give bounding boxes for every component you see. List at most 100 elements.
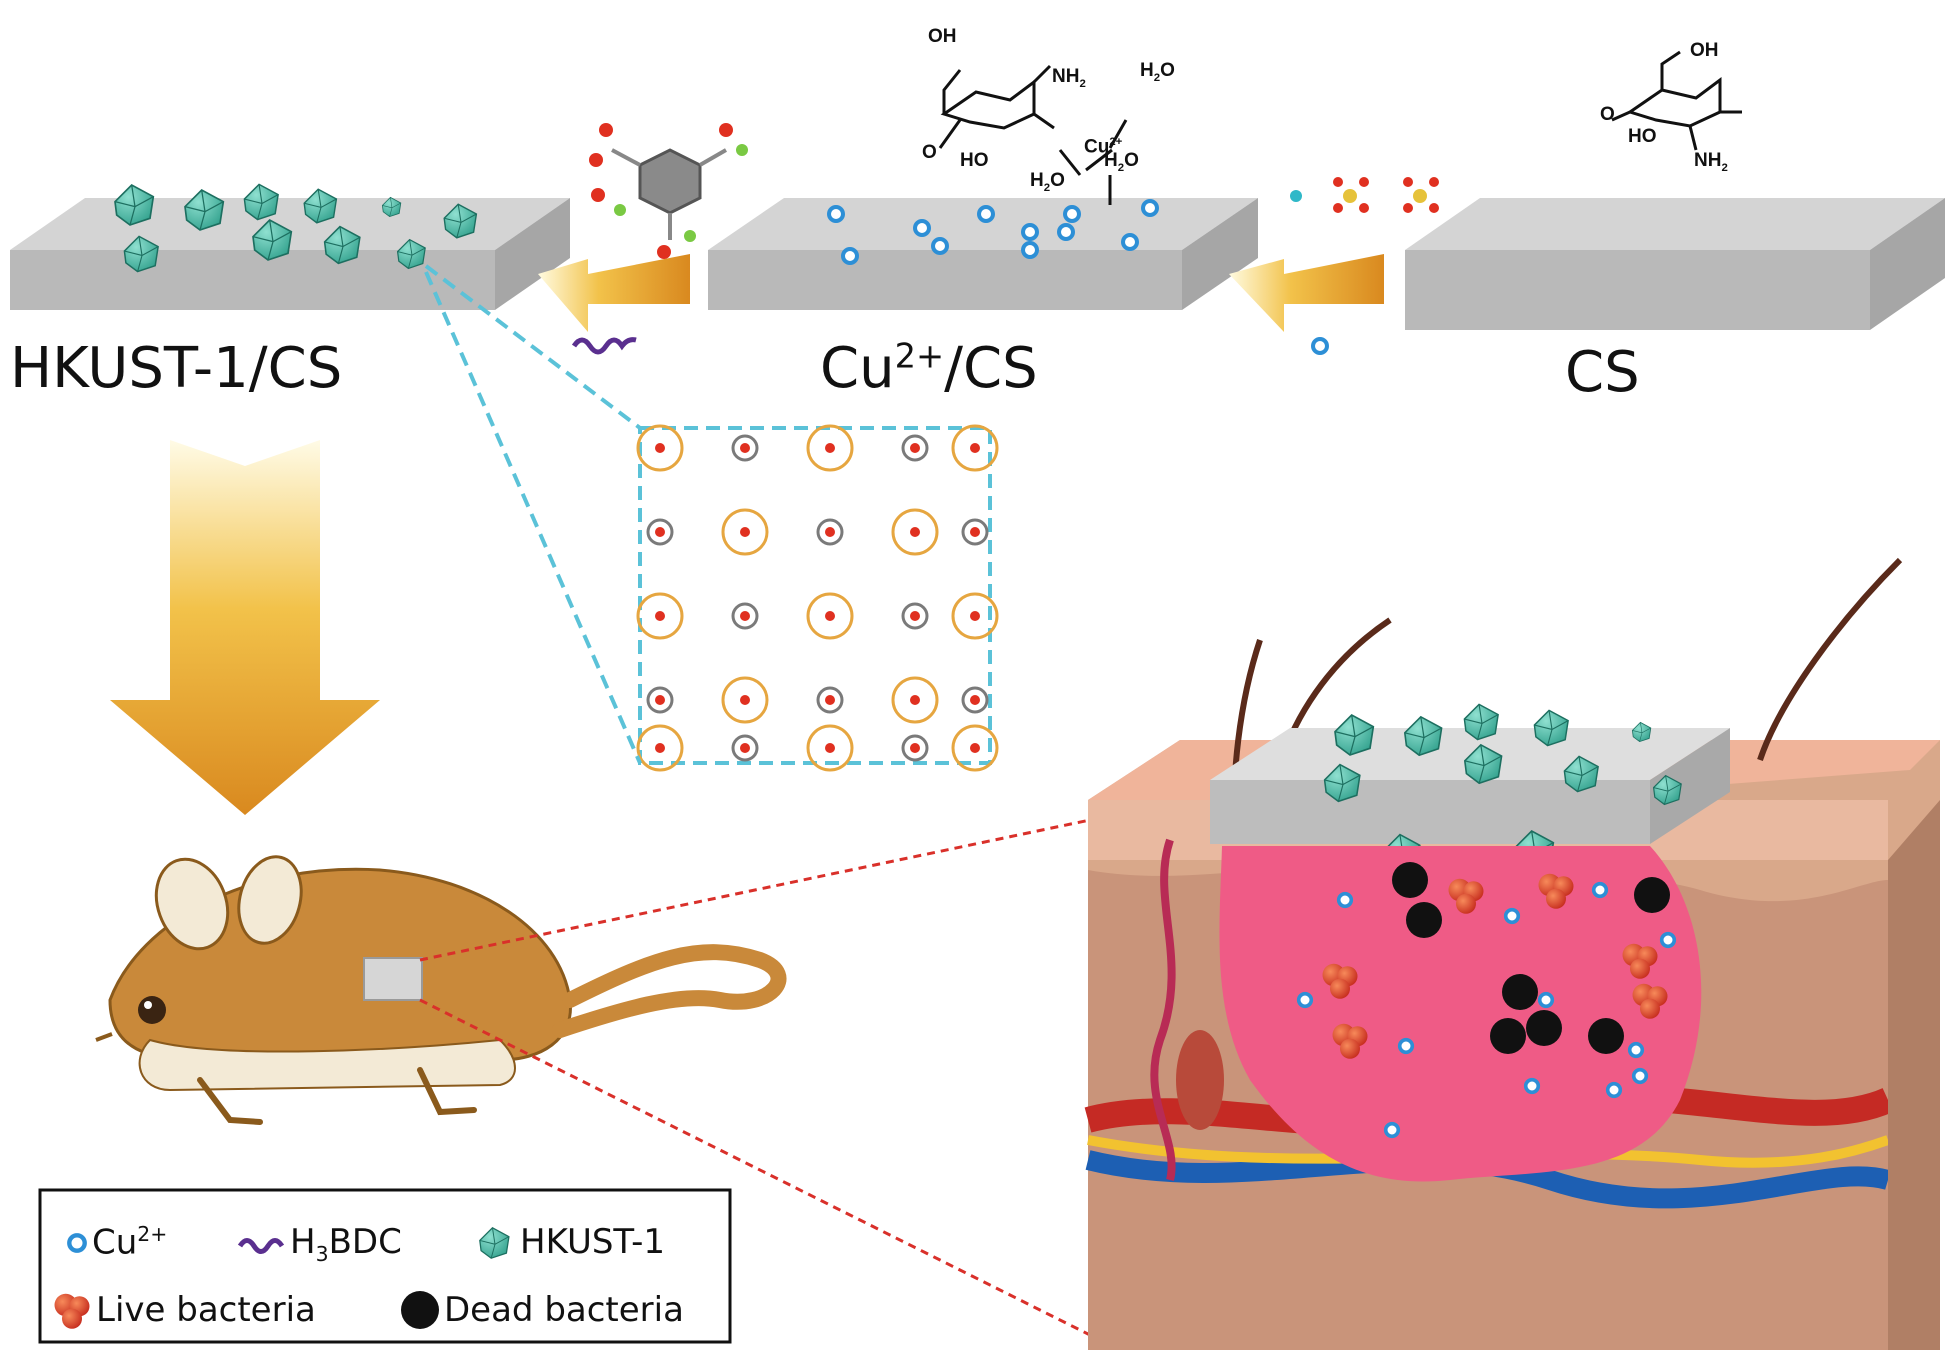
lattice-node (951, 424, 999, 472)
lattice-node (891, 676, 939, 724)
cu-ion (1591, 881, 1609, 899)
chem-cs-ho: HO (1628, 126, 1657, 147)
dead-bacterium (1392, 862, 1428, 898)
chem-cs-nh2: NH2 (1694, 150, 1728, 174)
cs-chitosan-structure (1611, 50, 1742, 151)
lattice-oxygen (740, 611, 750, 621)
wound-bacteria-and-ions (1296, 862, 1677, 1139)
cu-ion (1296, 991, 1314, 1009)
chem-h2o-c: H2O (1104, 150, 1139, 174)
lattice-oxygen (655, 527, 665, 537)
lattice-node (951, 592, 999, 640)
slab-cs (1405, 198, 1945, 330)
chem-cs-o: O (1600, 104, 1615, 125)
h3bdc-ligand-icon (571, 337, 637, 355)
lattice-nodes (636, 424, 999, 772)
lattice-oxygen (740, 527, 750, 537)
lattice-oxygen (825, 695, 835, 705)
lattice-oxygen (740, 443, 750, 453)
chem-oh: OH (928, 26, 957, 47)
label-hkust-cs: HKUST-1/CS (10, 336, 343, 401)
legend-dead-label: Dead bacteria (444, 1290, 684, 1330)
chem-h2o-b: H2O (1030, 170, 1065, 194)
crystal-structure-inset (636, 424, 999, 772)
zoom-lines-red (419, 818, 1091, 1337)
lattice-oxygen (655, 443, 665, 453)
sulfate-molecule-icons (1290, 177, 1439, 355)
lattice-oxygen (910, 743, 920, 753)
lattice-node (961, 518, 989, 546)
lattice-node (816, 518, 844, 546)
lattice-oxygen (910, 527, 920, 537)
arrow-down-to-mouse (110, 440, 380, 815)
chem-ho: HO (960, 150, 989, 171)
legend-hkust-label: HKUST-1 (520, 1222, 665, 1262)
slab-cu-cs (708, 198, 1258, 310)
cu-ion (1659, 931, 1677, 949)
lattice-node (891, 508, 939, 556)
lattice-node (636, 724, 684, 772)
lattice-node (901, 734, 929, 762)
lattice-oxygen (655, 743, 665, 753)
lattice-oxygen (970, 443, 980, 453)
crystal (303, 188, 338, 224)
h3btc-molecule-icon (589, 123, 748, 259)
lattice-node (731, 602, 759, 630)
legend-cu-label: Cu2+ (92, 1222, 168, 1263)
cu-chitosan-structure (938, 64, 1128, 205)
lattice-node (806, 724, 854, 772)
lattice-node (646, 686, 674, 714)
cu-ion (1523, 1077, 1541, 1095)
dead-bacterium (1502, 974, 1538, 1010)
lattice-oxygen (825, 443, 835, 453)
lattice-node (646, 518, 674, 546)
chem-h2o-a: H2O (1140, 60, 1175, 84)
label-cs: CS (1565, 340, 1640, 405)
arrow-to-cu (1229, 254, 1384, 332)
lattice-oxygen (910, 611, 920, 621)
arrow-to-hkust (538, 254, 690, 332)
cu-ion (1503, 907, 1521, 925)
legend-h3bdc-icon (237, 1238, 285, 1254)
lattice-node (636, 424, 684, 472)
lattice-node (721, 508, 769, 556)
lattice-node (901, 602, 929, 630)
lattice-oxygen (825, 527, 835, 537)
cu-ion (1631, 1067, 1649, 1085)
chem-cs-oh: OH (1690, 40, 1719, 61)
legend-dead-icon (401, 1291, 439, 1329)
lattice-oxygen (740, 695, 750, 705)
cu-ion (1537, 991, 1555, 1009)
lattice-oxygen (740, 743, 750, 753)
lattice-oxygen (825, 611, 835, 621)
lattice-oxygen (970, 743, 980, 753)
lattice-node (816, 686, 844, 714)
dead-bacterium (1526, 1010, 1562, 1046)
crystal (184, 189, 225, 231)
cu-ion (1336, 891, 1354, 909)
lattice-node (951, 724, 999, 772)
crystal (114, 184, 155, 226)
dead-bacterium (1634, 877, 1670, 913)
legend-cu-icon (69, 1235, 84, 1250)
lattice-oxygen (970, 695, 980, 705)
lattice-oxygen (910, 695, 920, 705)
chem-cu: Cu2+ (1084, 136, 1123, 158)
cu-ion (1383, 1121, 1401, 1139)
lattice-node (731, 434, 759, 462)
lattice-oxygen (655, 611, 665, 621)
cu-ion (1627, 1041, 1645, 1059)
lattice-node (806, 592, 854, 640)
mouse-illustration (95, 855, 787, 1125)
slab-hkust-cs (10, 198, 570, 310)
chem-o-left: O (922, 142, 937, 163)
label-cu-cs: Cu2+/CS (820, 336, 1038, 401)
dead-bacterium (1490, 1018, 1526, 1054)
lattice-node (731, 734, 759, 762)
legend-box (38, 1188, 732, 1344)
dead-bacterium (1406, 902, 1442, 938)
wound-area (1219, 846, 1702, 1182)
lattice-oxygen (970, 611, 980, 621)
dressing-slab (1210, 728, 1730, 844)
legend-live-label: Live bacteria (96, 1290, 316, 1330)
